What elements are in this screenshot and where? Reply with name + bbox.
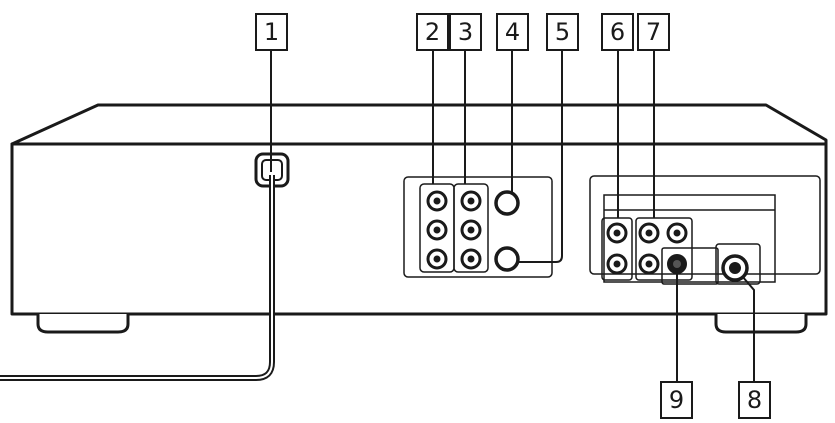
foot-left xyxy=(36,314,130,334)
device-top-surface xyxy=(10,103,828,146)
svg-text:9: 9 xyxy=(669,386,684,414)
svg-text:1: 1 xyxy=(264,18,279,46)
svg-text:6: 6 xyxy=(610,18,625,46)
power-cord-core xyxy=(0,175,273,379)
jack-group-6 xyxy=(606,222,628,275)
jack-4 xyxy=(494,190,520,216)
svg-text:5: 5 xyxy=(555,18,570,46)
callout-6: 6 xyxy=(601,13,634,51)
jack-group-3 xyxy=(460,190,482,270)
leader-5 xyxy=(518,50,563,263)
right-subpanel-outline xyxy=(603,194,776,283)
jack-8-housing xyxy=(715,243,761,285)
callout-3: 3 xyxy=(449,13,482,51)
right-jack-panel xyxy=(589,175,821,275)
foot-right xyxy=(714,314,808,334)
callout-5: 5 xyxy=(546,13,579,51)
jack-5 xyxy=(494,246,520,272)
callout-8: 8 xyxy=(738,381,771,419)
jack-group-2 xyxy=(426,190,448,270)
callout-1: 1 xyxy=(255,13,288,51)
svg-text:7: 7 xyxy=(646,18,661,46)
callout-9: 9 xyxy=(660,381,693,419)
svg-text:8: 8 xyxy=(747,386,762,414)
jack-group-3-frame xyxy=(453,183,489,273)
jack-group-7-frame xyxy=(635,217,693,281)
svg-text:4: 4 xyxy=(505,18,520,46)
callout-7: 7 xyxy=(637,13,670,51)
callout-2: 2 xyxy=(416,13,449,51)
svg-text:3: 3 xyxy=(458,18,473,46)
svg-text:2: 2 xyxy=(425,18,440,46)
jack-group-7 xyxy=(638,222,688,275)
jack-9-housing xyxy=(661,247,719,285)
callout-4: 4 xyxy=(496,13,529,51)
leader-8 xyxy=(741,275,755,382)
